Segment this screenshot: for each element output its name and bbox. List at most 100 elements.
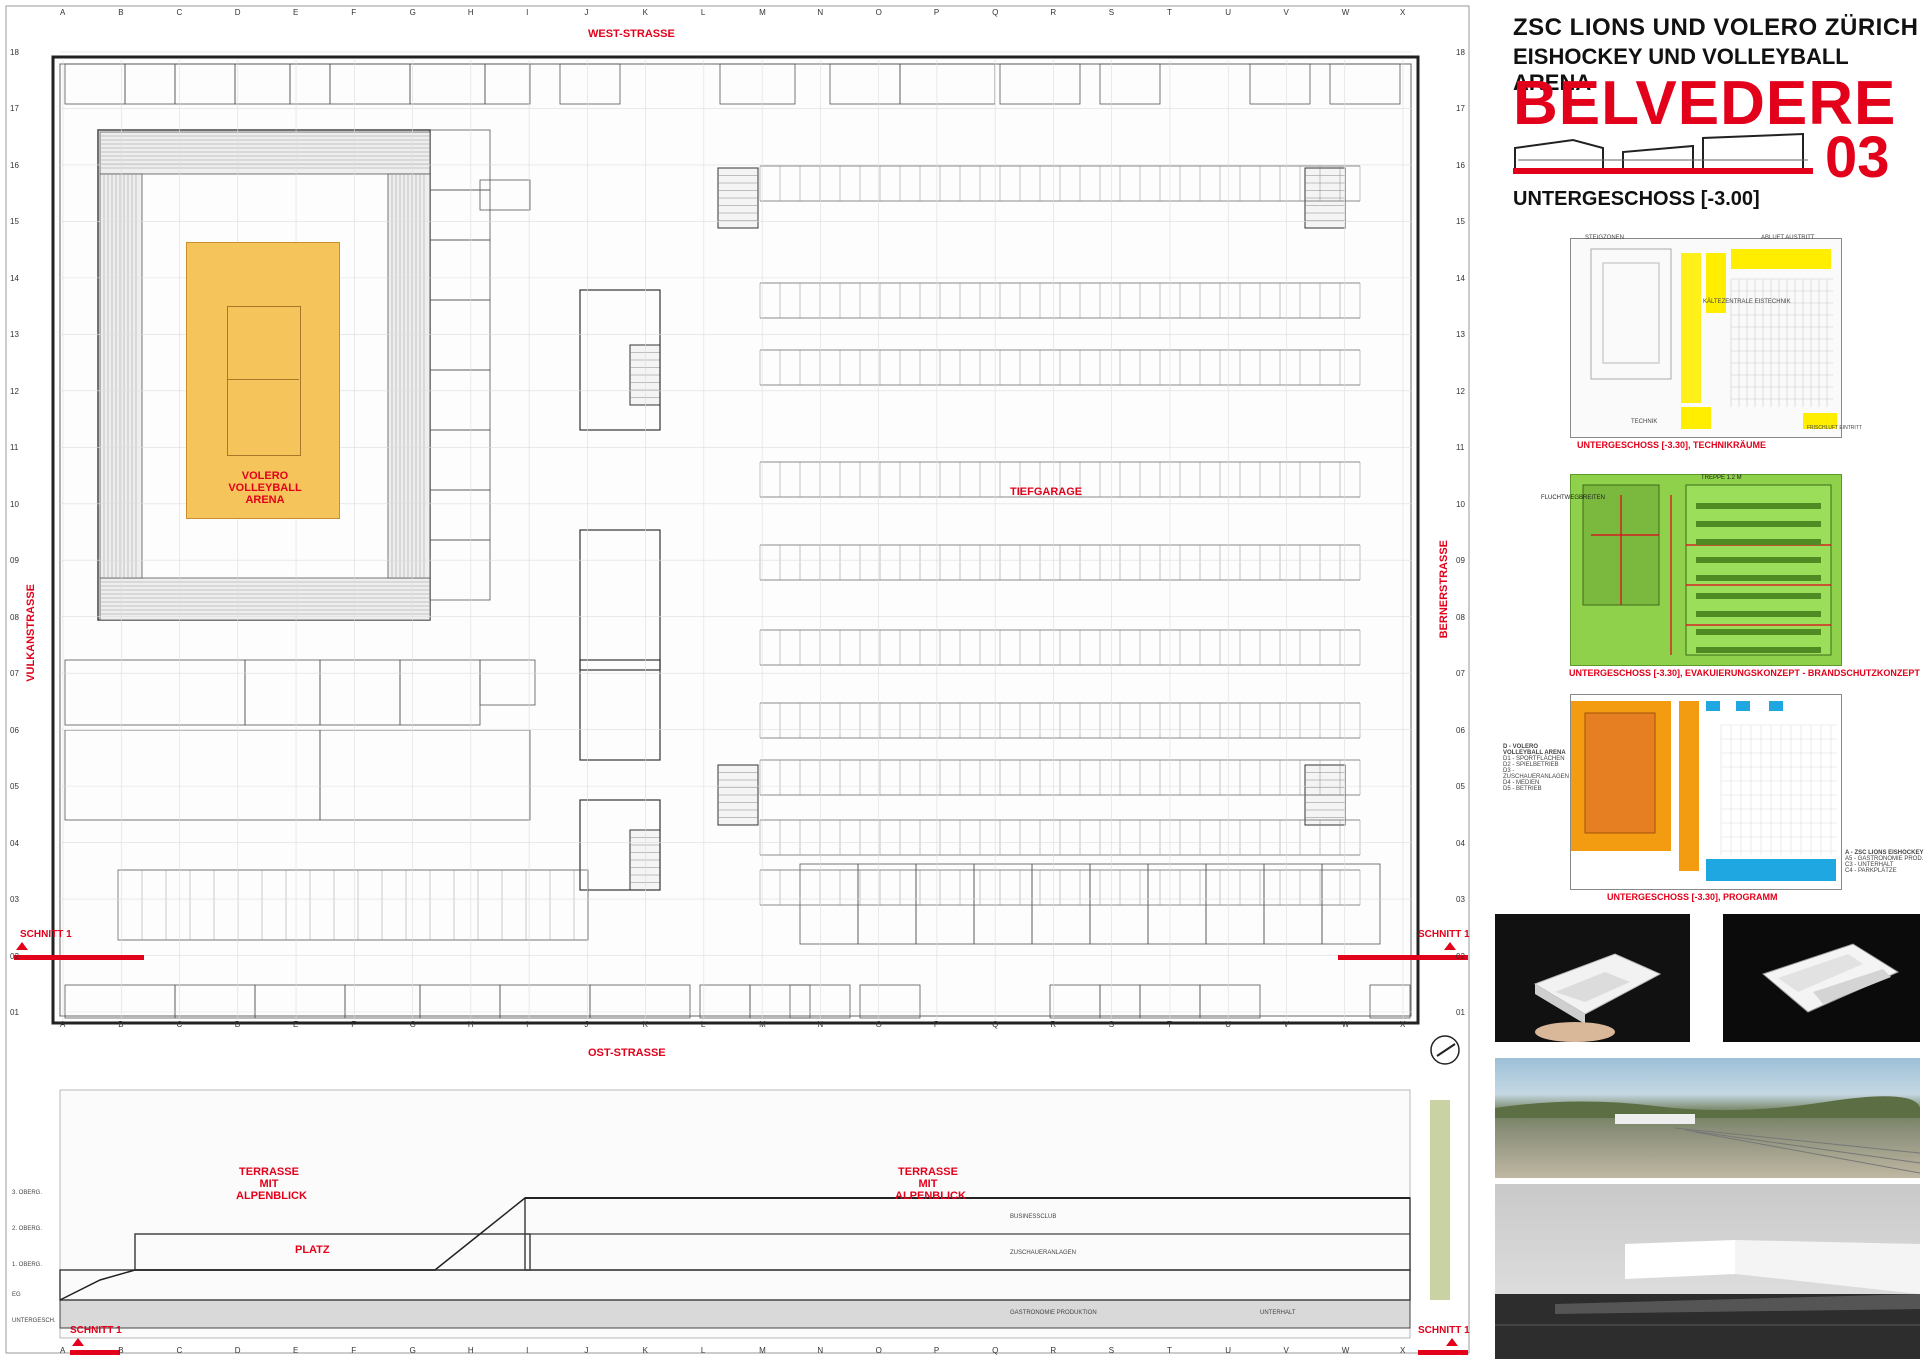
grid-column-P-bot: P [933,1020,940,1029]
grid-column-W-sec: W [1341,1346,1350,1355]
grid-row-10-l: 10 [10,499,19,509]
grid-column-J-bot: J [584,1020,589,1029]
grid-column-J-sec: J [584,1346,589,1355]
grid-column-L-bot: L [700,1020,706,1029]
technik-label-steigzonen: STEIGZONEN [1585,235,1625,241]
terrasse-label-right: TERRASSE MIT ALPENBLICK [895,1166,966,1202]
grid-row-10-r: 10 [1456,499,1465,509]
section-level-3: EG [12,1292,21,1298]
grid-row-08-l: 08 [10,612,19,622]
programm-a-legend-item-3: C4 - PARKPLÄTZE [1845,868,1897,874]
grid-column-I-top: I [526,8,529,17]
grid-column-M-bot: M [759,1020,766,1029]
grid-column-V-sec: V [1283,1346,1289,1355]
evak-label-fluchtweg: FLUCHTWEGBREITEN [1541,495,1606,501]
project-name: BELVEDERE [1513,69,1897,138]
grid-column-O-sec: O [875,1346,882,1355]
grid-column-J-top: J [584,8,589,17]
grid-row-12-r: 12 [1456,386,1465,396]
grid-row-14-l: 14 [10,273,19,283]
grid-row-07-r: 07 [1456,669,1465,679]
grid-column-T-top: T [1166,8,1172,17]
grid-column-U-sec: U [1225,1346,1231,1355]
programm-plan [1571,701,1837,881]
programm-d-legend-item-4: D4 - MEDIEN [1503,780,1540,786]
elevation-thumbnail [1513,132,1813,174]
evakuierung-diagram: FLUCHTWEGBREITEN TREPPE 1.2 M [1541,474,1842,666]
grid-row-14-r: 14 [1456,273,1465,283]
grid-column-B-bot: B [118,1020,124,1029]
grid-column-C-sec: C [176,1346,183,1355]
programm-a-legend-item-2: C3 - UNTERHALT [1845,862,1894,868]
ost-strasse-label: OST-STRASSE [588,1047,666,1059]
grid-column-S-bot: S [1108,1020,1115,1029]
grid-column-D-bot: D [234,1020,241,1029]
section-level-0: 3. OBERG. [12,1190,43,1196]
technik-label-abluft: ABLUFT AUSTRITT [1761,235,1815,241]
grid-row-05-r: 05 [1456,782,1465,792]
grid-column-N-bot: N [817,1020,824,1029]
programm-diagram [1570,694,1842,890]
grid-column-G-sec: G [409,1346,416,1355]
grid-column-E-sec: E [293,1346,299,1355]
technik-diagram: STEIGZONEN KÄLTEZENTRALE EISTECHNIK ABLU… [1570,235,1862,438]
programm-a-legend-item-1: A5 - GASTRONOMIE PROD. [1845,856,1924,862]
grid-column-D-top: D [234,8,241,17]
section-level-4: UNTERGESCH. [12,1318,56,1324]
section-room-2: GASTRONOMIE PRODUKTION [1010,1310,1097,1316]
programm-a-legend-item-0: A - ZSC LIONS EISHOCKEY [1845,850,1924,856]
schnitt-label-top-left: SCHNITT 1 [20,929,72,940]
terrasse-label-left: TERRASSE MIT ALPENBLICK [236,1166,307,1202]
grid-row-15-l: 15 [10,217,19,227]
grid-row-09-l: 09 [10,556,19,566]
grid-row-06-r: 06 [1456,725,1465,735]
programm-d-legend-item-0: D - VOLERO VOLLEYBALL ARENA [1503,744,1566,756]
grid-column-W-bot: W [1341,1020,1350,1029]
grid-row-13-l: 13 [10,330,19,340]
project-title-line2: EISHOCKEY UND VOLLEYBALL ARENA [1513,44,1849,95]
grid-column-E-bot: E [293,1020,299,1029]
grid-row-18-l: 18 [10,48,19,57]
grid-column-C-bot: C [176,1020,183,1029]
grid-row-17-r: 17 [1456,104,1465,114]
section-level-1: 2. OBERG. [12,1226,43,1232]
grid-column-X-sec: X [1400,1346,1406,1355]
sheet-number: 03 [1825,125,1890,190]
project-title-line1: ZSC LIONS UND VOLERO ZÜRICH [1513,14,1919,41]
grid-column-H-top: H [467,8,474,17]
grid-column-A-top: A [60,8,66,17]
grid-column-T-sec: T [1166,1346,1172,1355]
technik-label-technik: TECHNIK [1631,419,1658,425]
model-photo-1 [1495,914,1690,1042]
grid-row-16-r: 16 [1456,160,1465,170]
grid-column-H-sec: H [467,1346,474,1355]
grid-column-R-bot: R [1050,1020,1057,1029]
section-room-1: ZUSCHAUERANLAGEN [1010,1250,1077,1256]
technik-plan [1571,239,1841,437]
grid-column-D-sec: D [234,1346,241,1355]
section-room-0: BUSINESSCLUB [1010,1214,1057,1220]
volleyball-court [186,242,340,519]
grid-column-C-top: C [176,8,183,17]
grid-row-17-l: 17 [10,104,19,114]
grid-column-X-top: X [1400,8,1406,17]
tiefgarage-label: TIEFGARAGE [1010,486,1083,498]
grid-column-V-top: V [1283,8,1289,17]
grid-row-01-r: 01 [1456,1008,1465,1017]
grid-row-05-l: 05 [10,782,19,792]
grid-column-Q-bot: Q [992,1020,999,1029]
floor-plan-sheet: VOLERO VOLLEYBALL ARENA TIEFGARAGE PLATZ… [5,5,1470,1355]
schnitt-label-bottom-left: SCHNITT 1 [70,1325,122,1336]
grid-column-N-sec: N [817,1346,824,1355]
grid-column-G-bot: G [409,1020,416,1029]
model-photo-2 [1723,914,1920,1042]
grid-column-Q-sec: Q [992,1346,999,1355]
schnitt-label-top-right: SCHNITT 1 [1418,929,1470,940]
grid-column-F-top: F [351,8,357,17]
technik-label-kaeltezentrale: KÄLTEZENTRALE EISTECHNIK [1703,299,1791,305]
grid-column-N-top: N [817,8,824,17]
bernerstrasse-label: BERNERSTRASSE [1438,540,1450,639]
grid-column-L-sec: L [700,1346,706,1355]
grid-row-11-r: 11 [1456,443,1465,453]
